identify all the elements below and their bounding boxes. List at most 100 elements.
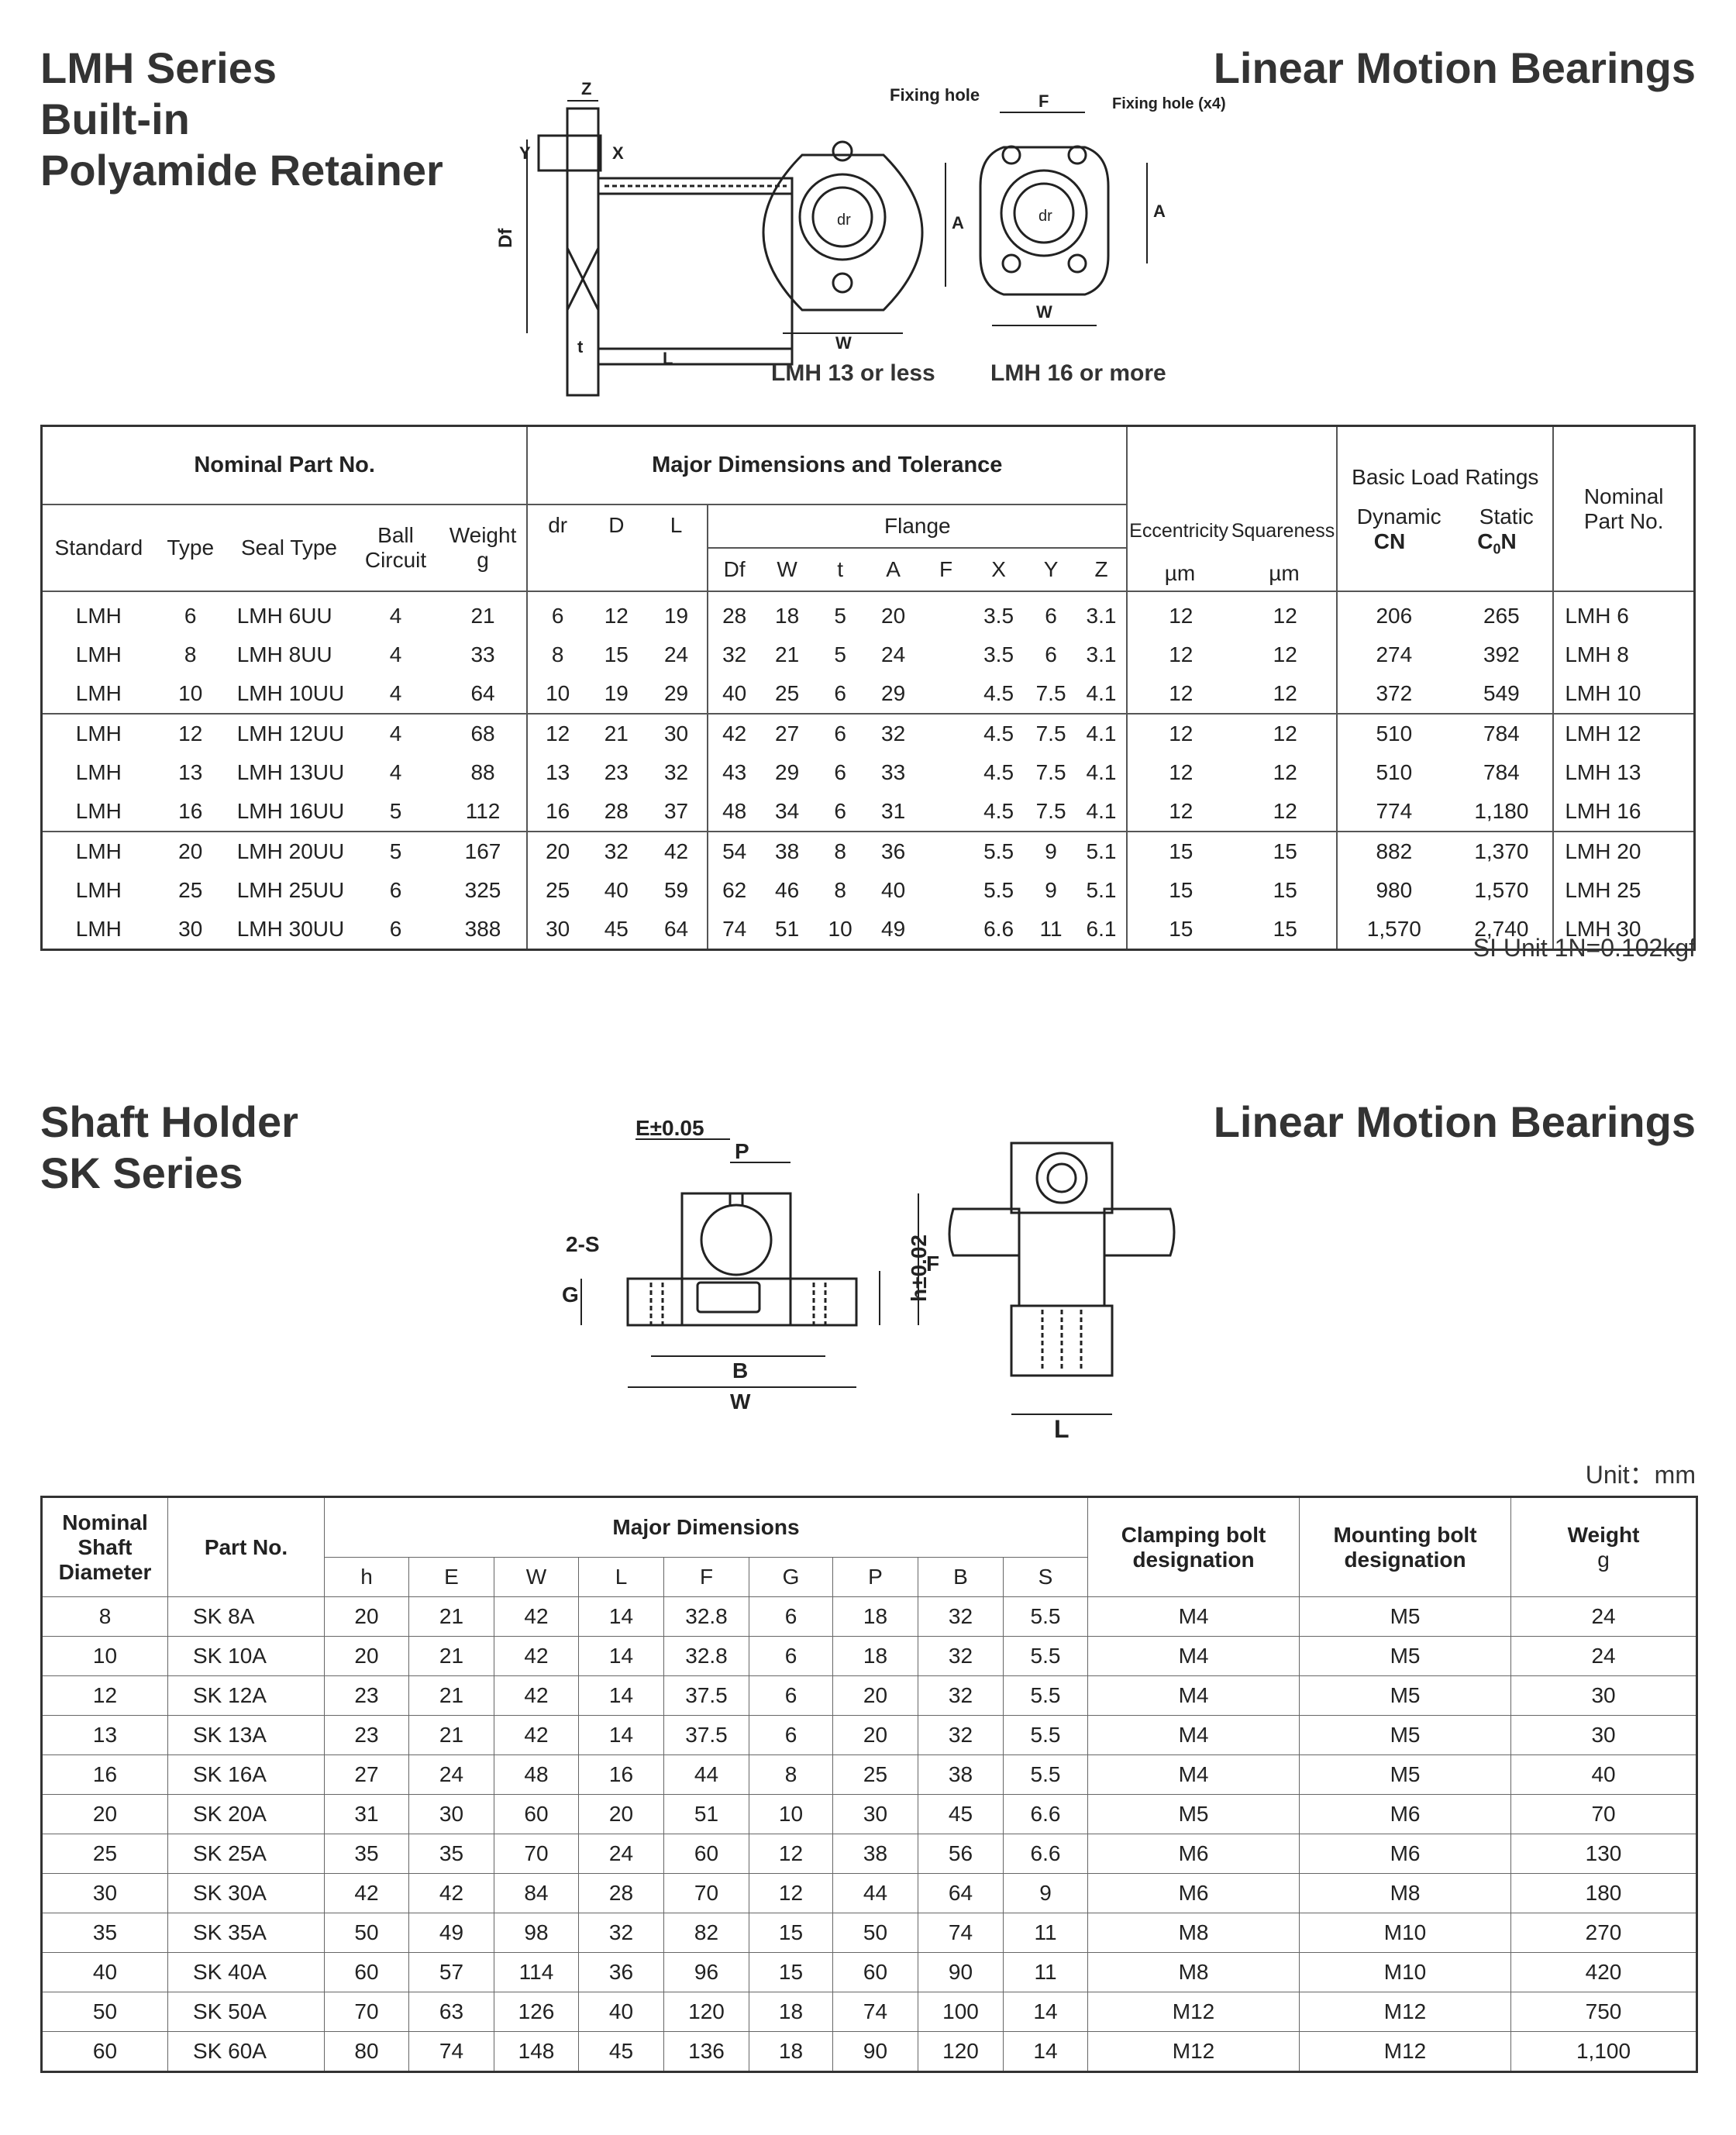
sk-cell: 56 xyxy=(918,1834,1004,1874)
um-unit-2: µm xyxy=(1269,561,1300,585)
lmh-cell: 12 xyxy=(1273,760,1297,784)
sk-cell: 24 xyxy=(1510,1596,1698,1637)
lmh-cell: 549 xyxy=(1483,681,1520,705)
lmh-cell: LMH 12 xyxy=(1552,713,1695,753)
sk-cell: 24 xyxy=(578,1834,664,1874)
sk-cell: 60 xyxy=(41,2031,168,2072)
sk-cell: SK 13A xyxy=(167,1715,325,1755)
lmh-cell: 7.5 xyxy=(1035,799,1066,823)
seal-type-header: Seal Type xyxy=(240,535,338,560)
w-dim-label: W xyxy=(730,1389,751,1414)
lmh-cell: LMH 8 xyxy=(1552,635,1695,674)
lmh-cell: 54 xyxy=(707,831,760,871)
lmh-cell: 325 xyxy=(464,878,501,902)
lmh-cell: 8 xyxy=(814,831,866,871)
lmh-cell: 11 xyxy=(1039,917,1063,941)
lmh-cell: 42 xyxy=(645,831,708,871)
sk-cell: 30 xyxy=(832,1794,918,1834)
sk-cell: 21 xyxy=(408,1596,494,1637)
sk-cell: 60 xyxy=(832,1952,918,1992)
sk-cell: 100 xyxy=(918,1992,1004,2032)
lmh-cell: 36 xyxy=(866,831,921,871)
lmh-cell: LMH 25UU xyxy=(236,878,345,902)
sk-cell: 37.5 xyxy=(663,1715,749,1755)
sk-cell: M6 xyxy=(1087,1834,1300,1874)
lmh-cell: 784 xyxy=(1450,713,1554,753)
lmh-cell: 12 xyxy=(1273,604,1297,628)
lmh-cell: 3.5 xyxy=(983,642,1014,666)
lmh-cell: 6 xyxy=(834,760,846,784)
sk-cell: 57 xyxy=(408,1952,494,1992)
lmh-cell: 12 xyxy=(1234,713,1338,753)
sk-cell: 42 xyxy=(494,1596,579,1637)
dim-header-l: L xyxy=(578,1557,664,1597)
sk-cell: 32.8 xyxy=(663,1596,749,1637)
lmh-cell: 4.1 xyxy=(1086,681,1117,705)
lmh-cell: 25 xyxy=(526,871,587,910)
lmh-spec-table: Nominal Part No. Major Dimensions and To… xyxy=(40,425,1696,951)
lmh-cell: 32 xyxy=(866,713,921,753)
lmh-cell: 15 xyxy=(1273,917,1297,941)
lmh-cell: 24 xyxy=(881,642,906,666)
lmh-cell: 9 xyxy=(1025,831,1076,871)
sk-cell: 12 xyxy=(749,1873,833,1913)
lmh-cell: 6 xyxy=(389,917,402,941)
lmh-cell: 7.5 xyxy=(1035,681,1066,705)
lmh-cell: LMH xyxy=(75,681,122,705)
lmh-cell: 30 xyxy=(645,713,708,753)
sk-cell: SK 10A xyxy=(167,1636,325,1676)
lmh-dimension-drawing: Df Z Y X t L dr A W Fixing hole dr A W F… xyxy=(496,79,1226,397)
sk-cell: 6.6 xyxy=(1002,1794,1089,1834)
lmh-cell: 16 xyxy=(526,792,587,832)
lmh-cell: 12 xyxy=(1126,635,1235,674)
sk-cell: M12 xyxy=(1299,2031,1512,2072)
b-dim-label: B xyxy=(732,1358,748,1383)
lmh-cell: 20 xyxy=(526,831,587,871)
lmh-cell: 29 xyxy=(775,760,800,784)
sk-cell: 90 xyxy=(832,2031,918,2072)
sk-series-title: Shaft Holder SK Series xyxy=(40,1097,298,1199)
weight-label: Weight xyxy=(449,523,517,547)
sk-cell: 120 xyxy=(918,2031,1004,2072)
sk-cell: 37.5 xyxy=(663,1675,749,1716)
weight-unit-sk: g xyxy=(1597,1547,1610,1572)
lmh-cell: 5 xyxy=(834,604,846,628)
a-header: A xyxy=(886,557,901,581)
lmh-cell: 6 xyxy=(814,713,866,753)
lmh-cell: 510 xyxy=(1336,713,1451,753)
lmh-cell: LMH 30 xyxy=(1552,910,1695,950)
sk-cell: SK 35A xyxy=(167,1913,325,1953)
lmh-cell: 74 xyxy=(707,910,760,950)
x-header: X xyxy=(991,557,1006,581)
sk-cell: 60 xyxy=(663,1834,749,1874)
title-line-1: LMH Series xyxy=(40,43,277,92)
sk-cell: 32 xyxy=(918,1636,1004,1676)
sk-cell: 5.5 xyxy=(1002,1754,1089,1795)
l-header: L xyxy=(670,513,683,537)
sk-cell: SK 8A xyxy=(167,1596,325,1637)
lmh-cell: 59 xyxy=(663,878,689,902)
lmh-cell: LMH xyxy=(75,604,122,628)
weight-header: Weight g xyxy=(439,504,528,591)
lmh-cell: 29 xyxy=(881,681,906,705)
lmh-cell: 40 xyxy=(707,674,760,714)
sk-cell: 5.5 xyxy=(1002,1675,1089,1716)
sk-cell: M5 xyxy=(1299,1675,1512,1716)
sk-cell: 31 xyxy=(324,1794,409,1834)
lmh-cell: 48 xyxy=(707,792,760,832)
dim-header-p: P xyxy=(832,1557,918,1597)
lmh-cell: 6 xyxy=(834,681,846,705)
lmh-cell: 30 xyxy=(526,910,587,950)
lmh-cell: 13 xyxy=(526,753,587,792)
sk-cell: 420 xyxy=(1510,1952,1698,1992)
sk-cell: 21 xyxy=(408,1675,494,1716)
lmh-cell: 64 xyxy=(470,681,495,705)
w-header: W xyxy=(777,557,797,581)
